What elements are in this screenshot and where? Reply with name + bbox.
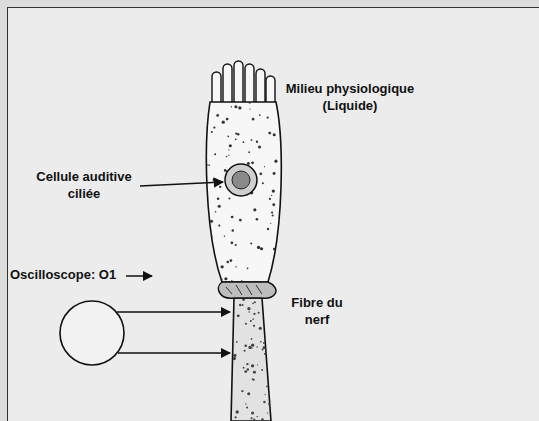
leader-line xyxy=(140,182,223,186)
nucleus xyxy=(225,164,257,196)
callout-label: Cellule auditive ciliée xyxy=(27,168,141,202)
electrode-wire xyxy=(117,311,230,313)
fiber-dots xyxy=(229,298,272,421)
synapse xyxy=(218,282,276,298)
cell-body xyxy=(206,102,281,282)
callout-label: Milieu physiologique (Liquide) xyxy=(272,80,428,114)
cilia xyxy=(212,61,275,108)
nerve-fiber xyxy=(231,298,271,421)
instrument-label: Oscilloscope: O1 xyxy=(10,266,124,283)
oscilloscope-circle xyxy=(60,301,124,365)
electrode-wire xyxy=(118,352,230,354)
nucleolus xyxy=(232,171,250,189)
callout-label: Fibre du nerf xyxy=(282,294,352,328)
label-arrow xyxy=(126,275,152,277)
cytoplasm-dots xyxy=(204,99,284,284)
synapse-lines xyxy=(226,285,262,295)
